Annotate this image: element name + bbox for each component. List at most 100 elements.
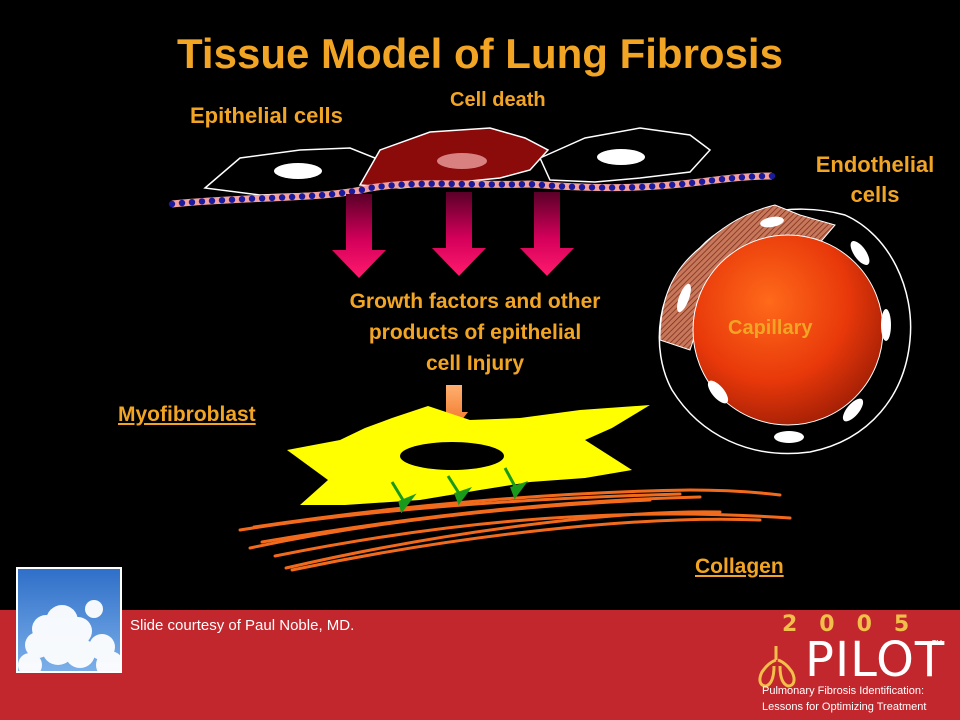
membrane-dot <box>458 180 465 188</box>
membrane-dot <box>768 172 776 180</box>
green-arrows <box>390 467 529 514</box>
membrane-dot <box>568 183 576 190</box>
capillary <box>658 204 912 455</box>
membrane-dot <box>228 196 236 203</box>
membrane-dot <box>618 184 626 191</box>
label-myofibroblast: Myofibroblast <box>118 403 256 426</box>
footer-band <box>0 610 960 720</box>
membrane-dot <box>168 200 176 208</box>
membrane-dot <box>508 181 516 188</box>
membrane-dot <box>268 194 276 202</box>
membrane-dot <box>669 181 676 189</box>
myofibroblast-nucleus <box>400 442 504 470</box>
membrane-dot <box>298 193 306 200</box>
membrane-dot <box>758 172 766 180</box>
label-endothelial-line2: cells <box>850 182 900 207</box>
membrane-dot <box>358 186 366 193</box>
logo-tagline-1: Pulmonary Fibrosis Identification: <box>762 685 925 697</box>
label-growth-line2: products of epithelial <box>368 321 582 344</box>
membrane-dot <box>218 197 226 204</box>
membrane-dot <box>208 197 216 204</box>
sky-image <box>18 569 120 671</box>
growth-arrow-3 <box>520 192 574 276</box>
collagen-fibers <box>238 488 792 572</box>
membrane-dot <box>558 183 566 190</box>
membrane-dot <box>398 181 405 188</box>
membrane-dot <box>578 184 586 191</box>
membrane-dot <box>468 180 475 188</box>
label-growth-line1: Growth factors and other <box>349 290 601 313</box>
label-epithelial-cells: Epithelial cells <box>190 103 343 128</box>
membrane-dot <box>498 181 506 188</box>
membrane-dot <box>679 180 686 188</box>
fibrosis-diagram <box>168 127 912 572</box>
myofibroblast <box>287 405 650 505</box>
membrane-dot <box>538 181 546 189</box>
growth-arrow-2 <box>432 192 486 276</box>
growth-factor-arrows <box>332 192 574 278</box>
dying-cell-nucleus <box>437 153 487 169</box>
membrane-dot <box>738 174 746 181</box>
membrane-dot <box>649 183 656 190</box>
epithelial-cells <box>203 127 712 196</box>
membrane-dot <box>478 181 485 188</box>
membrane-dot <box>198 198 206 205</box>
label-growth-factors: Growth factors and other products of epi… <box>300 286 650 379</box>
membrane-dot <box>748 173 756 180</box>
growth-arrow-1 <box>332 194 386 278</box>
membrane-dot <box>248 195 256 202</box>
lungs-icon <box>758 646 796 688</box>
membrane-dot <box>258 195 266 202</box>
membrane-dot <box>388 182 395 189</box>
membrane-dot <box>448 180 455 187</box>
membrane-dot <box>488 181 495 188</box>
membrane-dot <box>278 194 286 201</box>
membrane-dot <box>328 190 336 198</box>
label-endothelial-line1: Endothelial <box>815 152 935 177</box>
membrane-dot <box>588 184 596 191</box>
membrane-dot <box>718 176 726 183</box>
courtesy-text: Slide courtesy of Paul Noble, MD. <box>130 617 355 634</box>
membrane-dot <box>238 196 246 203</box>
membrane-dot <box>548 182 556 189</box>
membrane-dot <box>698 178 706 185</box>
membrane-dot <box>338 189 346 197</box>
basement-membrane <box>168 172 776 208</box>
membrane-dot <box>318 191 326 199</box>
epithelial-nucleus-left <box>274 163 322 179</box>
membrane-dot <box>308 192 316 199</box>
membrane-dot <box>368 184 375 191</box>
logo-tagline-2: Lessons for Optimizing Treatment <box>762 701 927 713</box>
label-collagen: Collagen <box>695 555 784 578</box>
membrane-dot <box>408 180 415 188</box>
membrane-dot <box>438 180 445 187</box>
sky-thumbnail <box>16 567 122 673</box>
membrane-dot <box>348 188 356 195</box>
membrane-dot <box>688 179 696 187</box>
logo-year: 2005 <box>782 612 932 637</box>
label-capillary: Capillary <box>728 317 813 339</box>
epithelial-nucleus-right <box>597 149 645 165</box>
slide-title: Tissue Model of Lung Fibrosis <box>177 30 783 77</box>
membrane-dot <box>428 180 435 187</box>
membrane-dot <box>518 181 526 188</box>
endothelial-nuclei <box>677 216 891 443</box>
label-endothelial-cells: Endothelial cells <box>800 150 950 210</box>
membrane-dot <box>608 184 616 191</box>
label-growth-line3: cell Injury <box>425 352 525 375</box>
logo-pilot: PILOT <box>805 632 946 688</box>
membrane-dot <box>639 183 646 191</box>
membrane-dot <box>659 182 666 189</box>
membrane-dot <box>628 184 636 191</box>
membrane-dot <box>378 183 385 190</box>
membrane-dot <box>178 199 186 207</box>
membrane-dot <box>728 175 736 182</box>
label-cell-death: Cell death <box>450 89 546 111</box>
membrane-dot <box>418 180 425 187</box>
membrane-dot <box>528 181 536 188</box>
membrane-dot <box>288 193 296 201</box>
logo-trademark: TM <box>932 640 943 647</box>
membrane-dot <box>598 184 606 191</box>
membrane-dot <box>188 199 196 206</box>
